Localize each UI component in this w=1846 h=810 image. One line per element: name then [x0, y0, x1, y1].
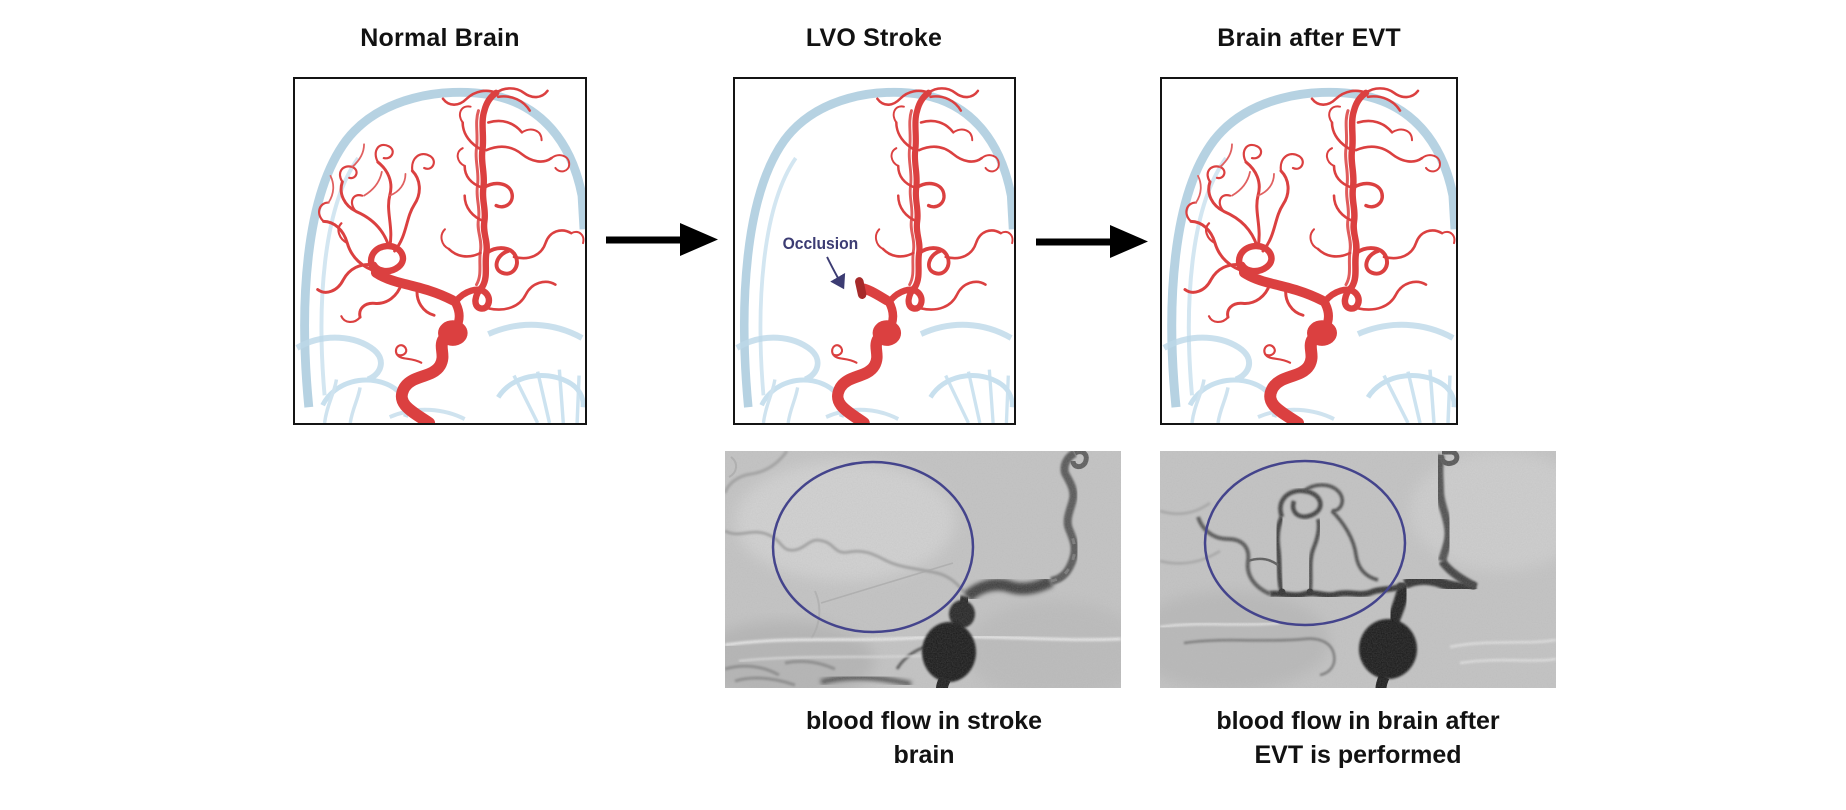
occlusion-annotation: Occlusion [783, 236, 859, 290]
flow-arrow-icon [606, 223, 718, 256]
carotid-vessel-art [396, 301, 468, 423]
caption-line: blood flow in stroke [805, 707, 1043, 735]
lvo-stroke-panel: Occlusion [733, 77, 1016, 425]
aca-vessels-art [441, 88, 583, 309]
flow-arrow-icon [1036, 225, 1148, 258]
caption-line: blood flow in brain after [1216, 707, 1500, 735]
aca-vessels-art [1311, 88, 1455, 309]
lvo-stroke-illustration: Occlusion [735, 79, 1014, 423]
mca-vessels-art [318, 144, 453, 322]
roi-ellipse-icon [1203, 459, 1407, 627]
roi-ellipse-icon [771, 460, 975, 634]
brain-after-evt-panel [1160, 77, 1458, 425]
carotid-vessel-art [832, 301, 901, 423]
caption-line: brain [893, 741, 955, 769]
after-evt-angiogram-art [1160, 451, 1556, 688]
stroke-angiogram-image [725, 451, 1121, 688]
stroke-angiogram-art [725, 451, 1121, 688]
normal-brain-illustration [295, 79, 585, 423]
occluded-mca-stub-art [859, 282, 887, 301]
mca-vessels-art [1185, 144, 1322, 322]
caption-after-evt-angiogram: blood flow in brain after EVT is perform… [1178, 704, 1538, 772]
panel-title-normal-brain: Normal Brain [360, 24, 520, 52]
after-evt-angiogram-image [1160, 451, 1556, 688]
occlusion-label: Occlusion [783, 236, 859, 253]
carotid-vessel-art [1264, 301, 1337, 423]
aca-vessels-art [876, 88, 1013, 309]
caption-line: EVT is performed [1254, 741, 1462, 769]
caption-stroke-angiogram: blood flow in stroke brain [744, 704, 1104, 772]
occlusion-pointer-arrow-icon [826, 256, 846, 290]
normal-brain-panel [293, 77, 587, 425]
panel-title-lvo-stroke: LVO Stroke [805, 24, 943, 52]
panel-title-brain-after-evt: Brain after EVT [1217, 24, 1401, 52]
brain-after-evt-illustration [1162, 79, 1456, 423]
